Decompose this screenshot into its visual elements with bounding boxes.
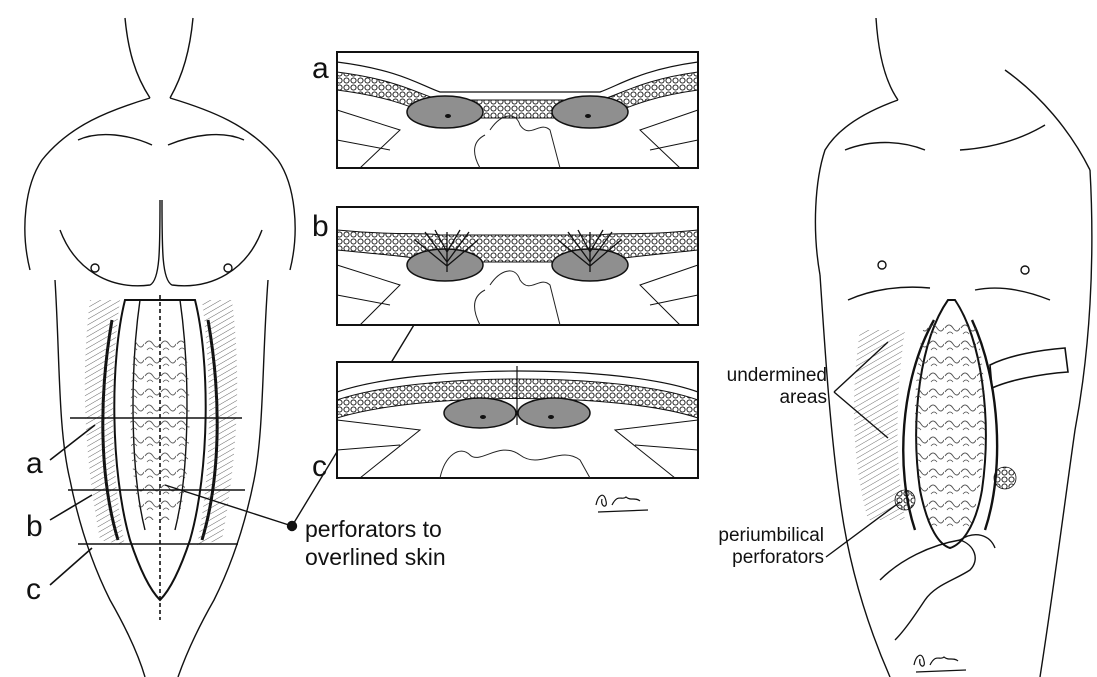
cross-section-c-letter: c	[312, 452, 327, 482]
undermined-areas-callout: undermined areas	[712, 365, 827, 409]
left-label-a: a	[26, 449, 43, 479]
periumbilical-perforators-callout: periumbilical perforators	[708, 525, 824, 569]
signature-mark-center	[596, 495, 648, 512]
left-abdomen-texture	[85, 300, 237, 545]
signature-mark-right	[914, 655, 966, 672]
left-label-b: b	[26, 512, 43, 542]
cross-section-c	[337, 362, 698, 478]
cross-section-b	[337, 207, 698, 325]
cross-section-b-letter: b	[312, 212, 329, 242]
cross-section-a	[337, 52, 698, 168]
left-label-c: c	[26, 575, 41, 605]
perforators-callout: perforators to overlined skin	[305, 515, 446, 571]
cross-section-a-letter: a	[312, 54, 329, 84]
